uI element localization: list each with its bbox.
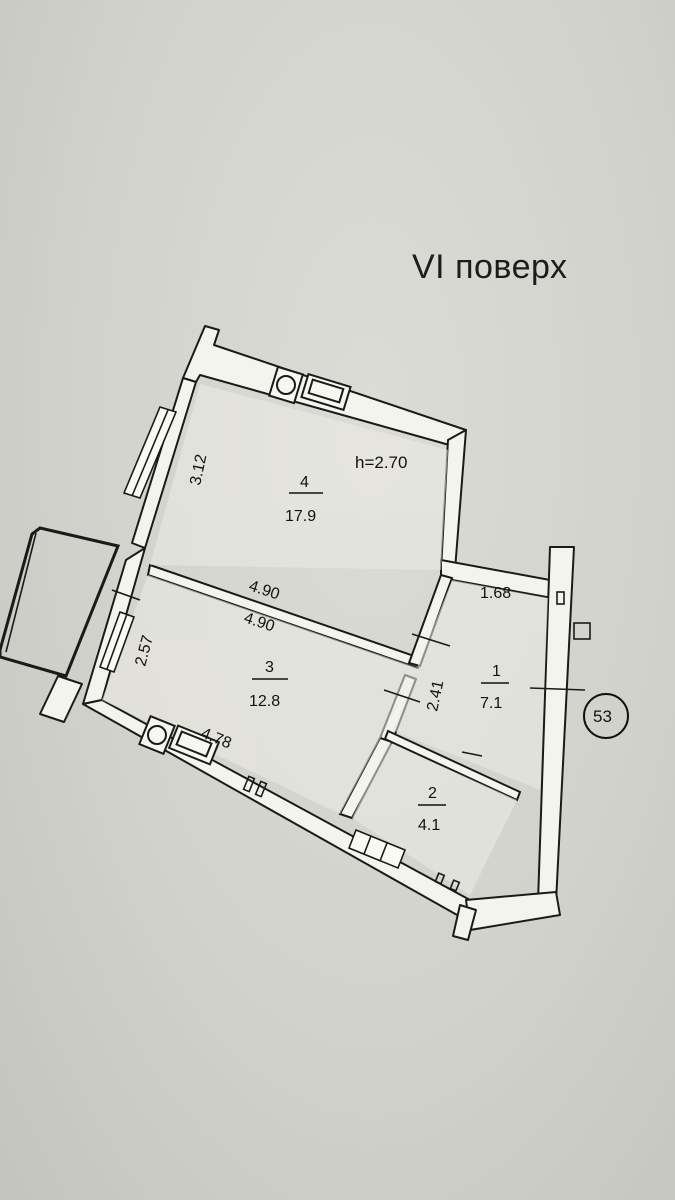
windows <box>98 406 407 870</box>
wall-markers <box>242 591 591 892</box>
room-2-number: 2 <box>428 785 437 802</box>
room-fills <box>102 384 548 895</box>
room-4-area: 17.9 <box>285 508 316 525</box>
dim-hall-width: 1.68 <box>480 585 511 602</box>
radiator-bottom-room3 <box>138 714 221 766</box>
room-1-label: 1 7.1 <box>480 663 509 712</box>
room-3-number: 3 <box>265 659 274 676</box>
interior-walls <box>146 563 522 820</box>
ceiling-height: h=2.70 <box>355 453 407 472</box>
room-4-number: 4 <box>300 474 309 491</box>
apartment-number-badge: 53 <box>583 693 629 739</box>
room-1-number: 1 <box>492 663 501 680</box>
dim-room4-window-wall: 3.12 <box>187 453 210 487</box>
balcony <box>0 526 121 678</box>
radiator-top-room4 <box>267 365 352 412</box>
door-marks <box>111 589 586 757</box>
room-4-label: 4 17.9 <box>285 474 323 525</box>
room-1-area: 7.1 <box>480 695 502 712</box>
dim-hall-length: 2.41 <box>424 679 447 713</box>
room-2-label: 2 4.1 <box>418 785 446 834</box>
room-3-label: 3 12.8 <box>249 659 288 710</box>
room-3-area: 12.8 <box>249 693 280 710</box>
room-2-area: 4.1 <box>418 817 440 834</box>
floor-title: VI поверх <box>412 248 568 286</box>
apartment-number: 53 <box>593 707 612 726</box>
